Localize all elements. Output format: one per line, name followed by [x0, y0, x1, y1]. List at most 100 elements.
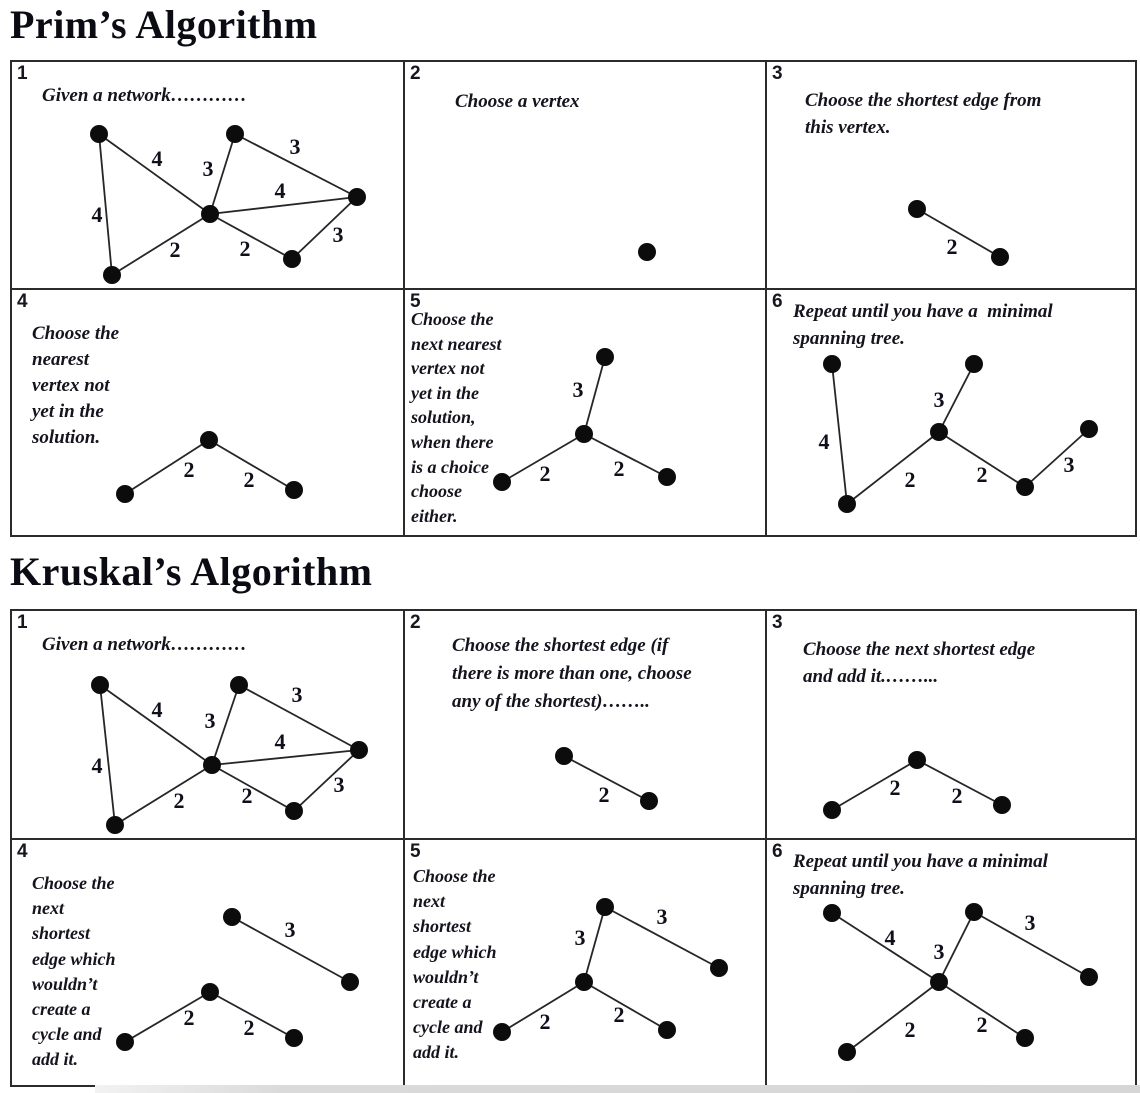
graph-vertex: [1080, 968, 1098, 986]
step-cell-kruskal-2: 2 Choose the shortest edge (if there is m…: [405, 611, 767, 840]
edge-weight-label: 2: [905, 1017, 916, 1042]
edge-weight-label: 3: [290, 134, 301, 159]
edge-weight-label: 3: [934, 387, 945, 412]
step-description: Given a network…………: [42, 634, 247, 655]
edge-weight-label: 2: [614, 456, 625, 481]
graph-edge: [99, 684, 213, 766]
graph-edge: [604, 906, 720, 969]
graph-edge: [99, 684, 116, 826]
edge-weight-label: 4: [275, 178, 286, 203]
graph-vertex: [106, 816, 124, 834]
step-description: Choose a vertex: [455, 91, 580, 112]
scan-artifact-bar: [95, 1085, 1140, 1093]
edge-weight-label: 2: [240, 236, 251, 261]
edge-weight-label: 2: [599, 782, 610, 807]
graph-edge: [563, 755, 650, 802]
graph-edge: [238, 684, 360, 751]
step-number: 2: [410, 63, 421, 84]
graph-edge: [209, 213, 293, 260]
edge-weight-label: 3: [1064, 452, 1075, 477]
graph-edge: [938, 363, 975, 433]
graph-vertex: [116, 485, 134, 503]
graph-edge: [583, 433, 668, 478]
graph-vertex: [103, 266, 121, 284]
graph-edge: [124, 439, 210, 495]
graph-figure: 4 2 3 2 3: [819, 355, 1098, 513]
graph-edge: [234, 133, 358, 198]
graph-vertex: [350, 741, 368, 759]
edge-weight-label: 2: [244, 467, 255, 492]
edge-weight-label: 2: [947, 234, 958, 259]
graph-edge: [231, 916, 351, 983]
graph-edge: [211, 684, 240, 766]
step-description: Choose the next nearest vertex not yet i…: [411, 309, 502, 526]
graph-figure: 2: [555, 747, 658, 810]
graph-edge: [583, 906, 606, 983]
graph-vertex: [658, 1021, 676, 1039]
graph-vertex: [285, 802, 303, 820]
edge-weight-label: 2: [977, 462, 988, 487]
step-number: 4: [17, 841, 28, 862]
step-number: 3: [772, 612, 783, 633]
edge-weight-label: 2: [540, 1009, 551, 1034]
edge-weight-label: 3: [1025, 910, 1036, 935]
graph-vertex: [200, 431, 218, 449]
edge-weight-label: 2: [242, 783, 253, 808]
graph-vertex: [965, 903, 983, 921]
step-number: 1: [17, 63, 28, 84]
edge-weight-label: 4: [92, 753, 103, 778]
edge-weight-label: 2: [184, 1005, 195, 1030]
graph-vertex: [596, 898, 614, 916]
graph-edge: [293, 749, 360, 812]
edge-weight-label: 3: [657, 904, 668, 929]
graph-vertex: [575, 425, 593, 443]
edge-weight-label: 3: [203, 156, 214, 181]
graph-edge: [973, 911, 1090, 978]
graph-figure: 2: [908, 200, 1009, 266]
step-description: Choose the shortest edge (if there is mo…: [452, 635, 692, 712]
graph-vertex: [1016, 478, 1034, 496]
graph-vertex: [201, 205, 219, 223]
graph-vertex: [116, 1033, 134, 1051]
graph-edge: [831, 912, 940, 983]
graph-vertex: [493, 473, 511, 491]
edge-weight-label: 2: [905, 467, 916, 492]
edge-weight-label: 4: [275, 729, 286, 754]
edge-weight-label: 3: [934, 939, 945, 964]
edge-weight-label: 2: [540, 461, 551, 486]
step-number: 5: [410, 291, 421, 312]
edge-weight-label: 2: [244, 1015, 255, 1040]
graph-edge: [831, 759, 918, 811]
edge-weight-label: 4: [819, 429, 830, 454]
step-number: 3: [772, 63, 783, 84]
graph-vertex: [90, 125, 108, 143]
graph-edge: [1024, 428, 1090, 488]
graph-vertex: [658, 468, 676, 486]
graph-vertex: [930, 423, 948, 441]
graph-edge: [209, 991, 295, 1039]
graph-vertex: [1016, 1029, 1034, 1047]
graph-vertex: [638, 243, 656, 261]
graph-vertex: [930, 973, 948, 991]
step-number: 6: [772, 291, 783, 312]
graph-edge: [501, 981, 585, 1033]
